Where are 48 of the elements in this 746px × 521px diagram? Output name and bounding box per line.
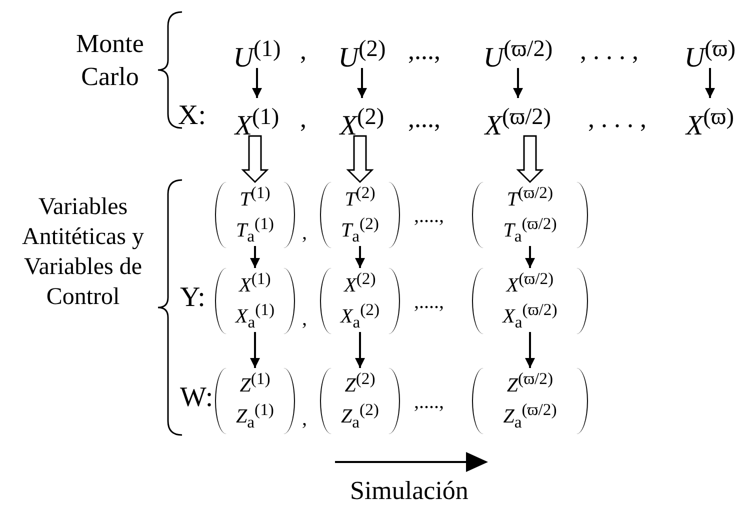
hollow-arrow [241,135,269,184]
separator: , [302,308,307,331]
separator: , [300,104,306,134]
math-text: T$^{(1)}$ [240,182,270,212]
separator: , . . . , [580,36,638,66]
row-label: W: [180,382,214,414]
arrow [250,332,260,368]
math-text: U$^{(1)}$ [220,30,294,68]
math-text: X$^{(2)}$ [344,268,376,298]
separator: ,..., [408,36,440,66]
math-text: U$^{(ϖ)}$ [675,30,745,68]
separator: , [300,36,306,66]
separator: ,...., [414,391,444,414]
math-text: Z$^{(ϖ/2)}$ [506,368,554,398]
separator: ,...., [414,205,444,228]
arrow [355,246,365,268]
math-text: T$^{(ϖ/2)}$ [506,182,554,212]
arrow [525,246,535,268]
separator: , [302,408,307,431]
math-text: X$^{(ϖ)}$ [675,98,745,136]
separator: , . . . , [588,104,646,134]
arrow [355,332,365,368]
separator: , [302,222,307,245]
axis-caption: Simulación [350,476,468,506]
math-text: U$^{(ϖ/2)}$ [470,30,566,68]
arrow [357,68,367,98]
math-text: Z$^{(2)}$ [344,368,376,398]
row-label: X: [178,100,206,132]
hollow-arrow [346,135,374,184]
row-label: Y: [180,282,206,314]
arrow [705,68,715,98]
math-text: X$^{(1)}$ [220,98,294,136]
math-text: U$^{(2)}$ [325,30,399,68]
separator: ,...., [414,291,444,314]
math-text: X$^{(1)}$ [239,268,271,298]
math-text: Z$^{(1)}$ [240,368,270,398]
arrow [250,246,260,268]
arrow [525,332,535,368]
math-text: T$^{(2)}$ [344,182,376,212]
side-label: Variables Antitéticas y Variables de Control [22,193,144,312]
separator: ,..., [408,104,440,134]
arrow [513,68,523,98]
math-text: X$^{(ϖ/2)}$ [506,268,554,298]
hollow-arrow [516,135,544,184]
math-text: X$^{(ϖ/2)}$ [470,98,566,136]
side-label: Monte Carlo [75,28,145,92]
arrow [252,68,262,98]
math-text: X$^{(2)}$ [325,98,399,136]
